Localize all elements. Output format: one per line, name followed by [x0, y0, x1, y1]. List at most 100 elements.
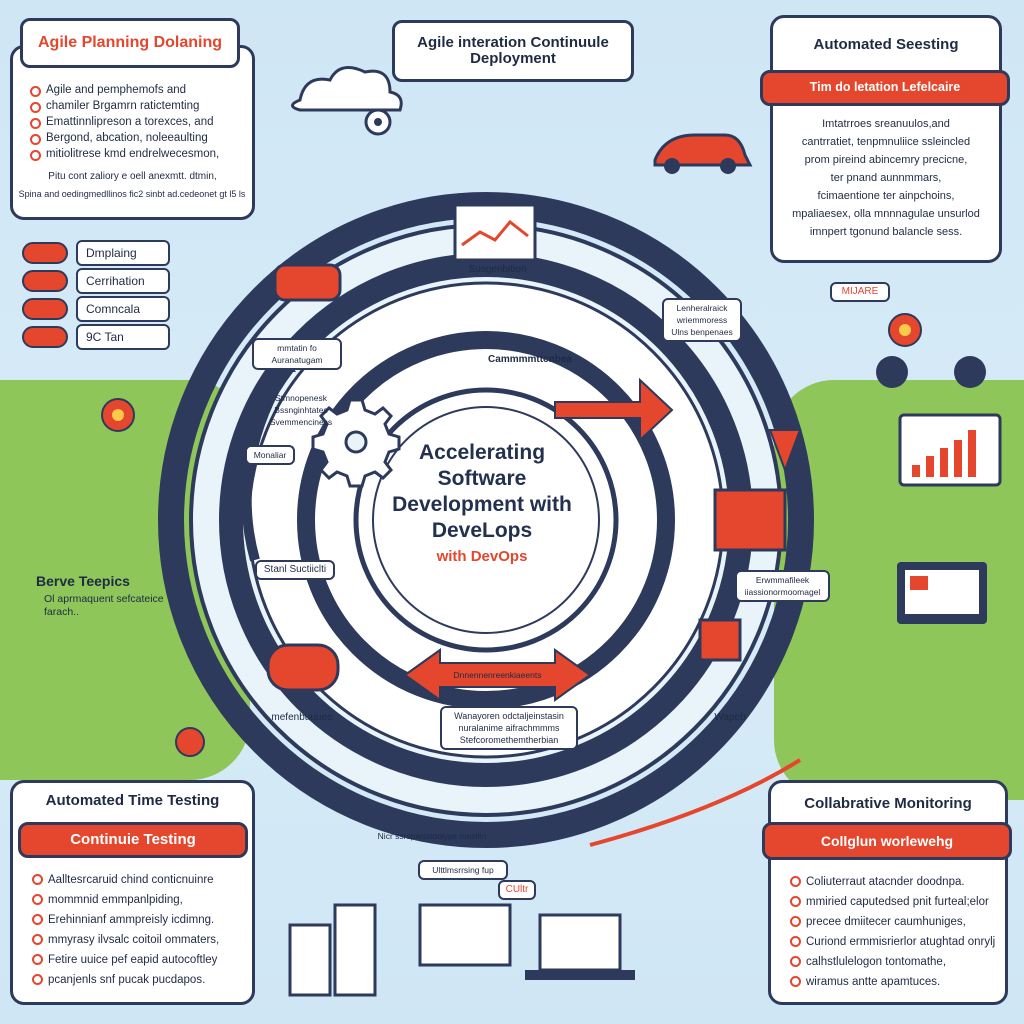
inner-ring [297, 331, 675, 709]
agile-footer-line-1: Pitu cont zaliory e oell anexmtt. dtmin, [48, 171, 217, 182]
text-line: cantrratiet, tenpmnuliice ssleincled [801, 136, 971, 148]
checklist-label: Dmplaing [76, 240, 170, 266]
automated-time-testing-title: Automated Time Testing [45, 792, 220, 809]
core-inner-ring [372, 406, 600, 634]
collaborative-monitoring-panel [768, 780, 1008, 1005]
checklist-label: Comncala [76, 296, 170, 322]
list-item: pcanjenls snf pucak pucdapos. [32, 970, 219, 990]
mjare-label: MIJARE [830, 282, 890, 302]
agile-integration-tag: Agile interation Continuule Deployment [392, 20, 634, 82]
screen-chart-line [461, 219, 529, 247]
check-pill-icon [22, 270, 68, 292]
cloud-icon [291, 66, 403, 112]
metben-label: mefenbuuuee [271, 712, 333, 723]
server-stack-icon-2 [333, 903, 377, 997]
list-item: Curiond ermmisrierlor atughtad onrylj [790, 932, 995, 952]
automation-label: mmtatin fo Auranatugam [252, 338, 342, 370]
bottom-info-box: Wanayoren odctaljeinstasin nuralanime ai… [440, 706, 578, 750]
wapeb-label: Wapeb [714, 712, 746, 723]
automated-testing-title: Automated Seesting [813, 36, 959, 53]
collaborative-monitoring-bullets: Coliuterraut atacnder doodnpa. mmiried c… [790, 872, 995, 992]
checklist-item: 9C Tan [22, 324, 172, 352]
list-item: precee dmiitecer caumhuniges, [790, 912, 995, 932]
text-line: ter pnand aunnmmars, [830, 172, 942, 184]
agile-planning-panel [10, 45, 255, 220]
agile-planning-tag: Agile Planning Dolaning [20, 18, 240, 68]
lenders-label: Lenheralraick wriemmoress Ulns benpenaes [662, 298, 742, 342]
left-arc-arrow [241, 377, 285, 562]
list-item: Erehinnianf ammpreisly icdimng. [32, 910, 219, 930]
check-pill-icon [22, 298, 68, 320]
text-line: fcimaentione ter ainpchoins, [817, 190, 955, 202]
timeline-tag: Tim do letation Lefelcaire [760, 70, 1010, 106]
flower-icon-3 [175, 727, 205, 757]
car-icon [653, 133, 753, 167]
list-item: mommnid emmpanlpiding, [32, 890, 219, 910]
center-subtitle: with DevOps [436, 548, 528, 565]
list-item: calhstlulelogon tontomathe, [790, 952, 995, 972]
car-wheel-icon [664, 158, 680, 174]
agile-planning-bullets: Agile and pemphemofs and chamiler Brgamr… [30, 82, 219, 162]
continuous-testing-tag: Continuie Testing [18, 822, 248, 858]
text-line: prom pireind abincemry precicne, [804, 154, 968, 166]
check-pill-icon [22, 326, 68, 348]
list-item: Fetire uuice pef eapid autocoftley [32, 950, 219, 970]
flower-icon-2-center [899, 324, 911, 336]
tractor-wheel-icon [876, 356, 908, 388]
checklist-label: 9C Tan [76, 324, 170, 350]
list-item: mmyrasy ilvsalc coitoil ommaters, [32, 930, 219, 950]
monitor-label: Monaliar [245, 445, 295, 465]
checklist-label: Cerrihation [76, 268, 170, 294]
list-item: mitiolitrese kmd endrelwecesmon, [30, 146, 219, 162]
automated-testing-panel [770, 15, 1002, 263]
text-line: mpaliaesex, olla mnnnagulae unsurlod [792, 208, 980, 220]
ultim-label: Ulttlmsrrsing fup [418, 860, 508, 880]
superb-label: Susgeribition [468, 264, 527, 275]
berve-topics-text: Ol aprmaquent sefcateice farach.. [44, 593, 164, 618]
check-pill-icon [22, 242, 68, 264]
list-item: chamiler Brgamrn ratictemting [30, 98, 219, 114]
text-line: Imtatrroes sreanuulos,and [822, 118, 950, 130]
bottom-double-arrow [403, 648, 592, 702]
collaboration-tag: Collglun worlewehg [762, 822, 1012, 860]
berve-topics-box: Berve Teepics Ol aprmaquent sefcateice f… [22, 565, 192, 635]
berve-topics-title: Berve Teepics [36, 573, 130, 589]
list-item: Bergond, abcation, noleeaulting [30, 130, 219, 146]
list-item: Aalltesrcaruid chind conticnuinre [32, 870, 219, 890]
core-disc [353, 387, 619, 653]
car-wheel-icon-2 [720, 158, 736, 174]
list-item: wiramus antte apamtuces. [790, 972, 995, 992]
nicr-label: Nicr ssrsparpoooiyps mesitin [377, 831, 487, 841]
laptop-base-icon [525, 970, 635, 980]
stint-label: Stmnopenesk Bssnginhtates Svemmenciness [269, 393, 333, 427]
bot-head-icon [273, 263, 342, 302]
list-item: Coliuterraut atacnder doodnpa. [790, 872, 995, 892]
checklist-item: Dmplaing [22, 240, 172, 268]
top-arrow [554, 377, 674, 443]
gear-icon-hub [344, 430, 368, 454]
automated-testing-text: Imtatrroes sreanuulos,and cantrratiet, t… [778, 115, 994, 241]
agile-footer-line-2: Spina and oedingmedllinos fic2 sinbt ad.… [18, 189, 246, 199]
right-arrow [768, 429, 802, 473]
robot-icon [266, 643, 340, 692]
checklist-item: Comncala [22, 296, 172, 324]
bar-chart-bar [940, 448, 948, 477]
list-item: mmiried caputedsed pnit furteal;elor [790, 892, 995, 912]
text-line: imnpert tgonund balancle sess. [809, 226, 963, 238]
bar-chart-bar [968, 430, 976, 477]
cultr-label: CUltr [498, 880, 536, 900]
continuous-testing-bullets: Aalltesrcaruid chind conticnuinre mommni… [32, 870, 219, 990]
bottom-red-arc [589, 758, 802, 847]
monitor-icon-accent [910, 576, 928, 590]
bar-chart-bar [926, 456, 934, 477]
cloud-target-icon-dot [374, 118, 382, 126]
checklist-item: Cerrihation [22, 268, 172, 296]
comms-label: Cammmmttcnbea [488, 354, 572, 365]
envm-label: Erwmmafileek iiassionormoomagel [735, 570, 830, 602]
bar-chart-bar [912, 465, 920, 477]
stanl-label: Stanl Suctiiclti [255, 560, 335, 580]
crate-icon [698, 618, 742, 662]
bar-chart-bar [954, 440, 962, 477]
list-item: Agile and pemphemofs and [30, 82, 219, 98]
